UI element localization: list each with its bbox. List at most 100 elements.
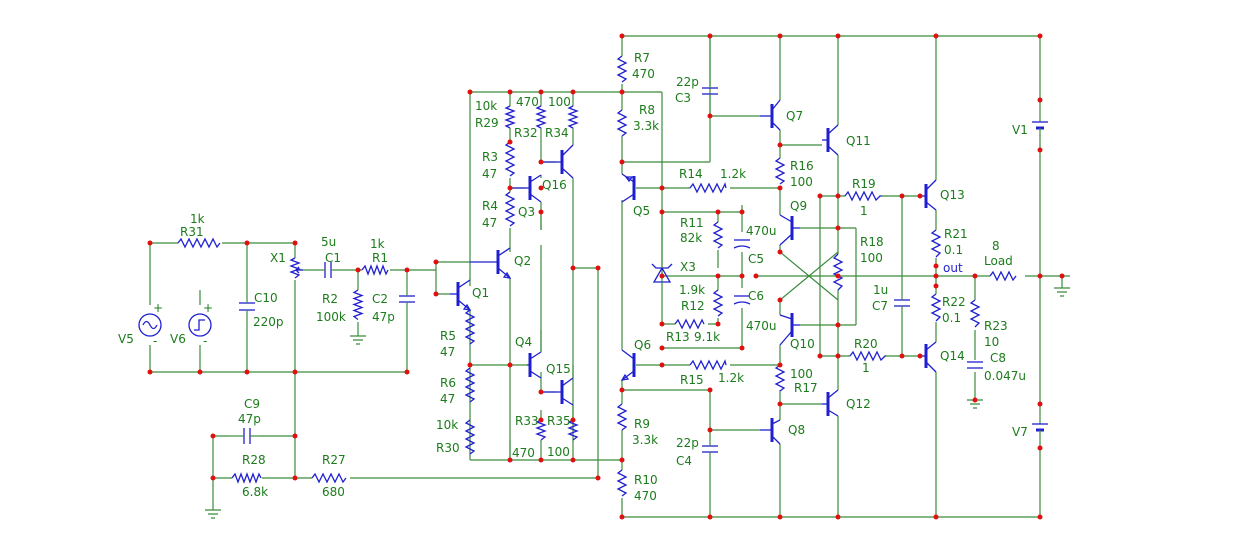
label-R8-val: 3.3k	[633, 119, 659, 133]
label-C1: C1	[325, 251, 341, 265]
label-R17-val: 100	[790, 367, 813, 381]
output-stage	[756, 36, 1070, 517]
svg-text:-: -	[203, 334, 207, 348]
resistor-R1	[361, 264, 389, 276]
capacitor-C7	[894, 290, 910, 318]
label-R8: R8	[639, 103, 655, 117]
resistor-R17	[774, 364, 786, 392]
capacitor-C4	[702, 440, 718, 460]
label-V5: V5	[118, 332, 134, 346]
label-C9-val: 47p	[238, 412, 261, 426]
capacitor-C3	[702, 70, 718, 100]
label-C2: C2	[372, 292, 388, 306]
label-C7-val: 1u	[873, 283, 888, 297]
label-R10-val: 470	[634, 489, 657, 503]
label-R21: R21	[944, 227, 968, 241]
label-R31: R31	[180, 225, 204, 239]
resistor-R23	[969, 299, 981, 328]
label-C7: C7	[872, 299, 888, 313]
label-Q1: Q1	[472, 286, 489, 300]
label-Q15: Q15	[546, 362, 571, 376]
transistor-Q6	[620, 349, 636, 381]
resistor-R33	[535, 419, 547, 441]
label-R23: R23	[984, 319, 1008, 333]
resistor-R30	[464, 419, 476, 455]
label-R35: R35	[547, 414, 571, 428]
resistor-R4	[504, 191, 516, 227]
label-X3: X3	[680, 260, 696, 274]
transistor-Q12	[822, 389, 839, 417]
label-R13-val: 9.1k	[694, 330, 720, 344]
svg-text:-: -	[153, 334, 157, 348]
vas-stage	[616, 35, 1040, 518]
capacitor-C6	[733, 295, 751, 305]
input-section: + - + -	[138, 237, 598, 519]
resistor-R29	[504, 105, 516, 129]
label-R1: R1	[372, 251, 388, 265]
resistor-R8	[616, 109, 628, 137]
label-R22: R22	[942, 295, 966, 309]
label-R14-val: 1.2k	[720, 167, 746, 181]
label-C4-val: 22p	[676, 436, 699, 450]
label-R27-val: 680	[322, 485, 345, 499]
label-R1-val: 1k	[370, 237, 385, 251]
label-R34-val: 100	[548, 95, 571, 109]
label-Q12: Q12	[846, 397, 871, 411]
label-R19: R19	[852, 177, 876, 191]
svg-text:+: +	[203, 301, 213, 315]
label-R22-val: 0.1	[942, 311, 961, 325]
label-C8: C8	[990, 351, 1006, 365]
capacitor-C1	[320, 262, 335, 278]
resistor-R15	[689, 359, 727, 371]
label-R35-val: 100	[547, 445, 570, 459]
label-R23-val: 10	[984, 335, 999, 349]
label-V7: V7	[1012, 425, 1028, 439]
label-R5-val: 47	[440, 345, 455, 359]
label-R6: R6	[440, 376, 456, 390]
resistor-R12	[712, 289, 724, 317]
label-R27: R27	[322, 453, 346, 467]
label-Q10: Q10	[790, 337, 815, 351]
label-R28: R28	[242, 453, 266, 467]
resistor-R22	[930, 293, 942, 322]
label-R19-val: 1	[860, 204, 868, 218]
resistor-R2	[352, 289, 364, 321]
label-R15: R15	[680, 373, 704, 387]
label-Q16: Q16	[542, 178, 567, 192]
resistor-R10	[616, 469, 628, 497]
transistor-Q14	[920, 341, 937, 373]
label-Q6: Q6	[634, 338, 651, 352]
transistor-Q15	[541, 268, 574, 406]
resistor-R31	[177, 237, 221, 249]
capacitor-C10	[239, 290, 255, 325]
label-R12-val: 1.9k	[679, 283, 705, 297]
label-Load: Load	[984, 254, 1013, 268]
label-R28-val: 6.8k	[242, 485, 268, 499]
resistor-R19	[844, 190, 882, 202]
label-R11: R11	[680, 216, 704, 230]
label-C8-val: 0.047u	[984, 369, 1026, 383]
label-V6: V6	[170, 332, 186, 346]
label-R17: R17	[794, 381, 818, 395]
resistor-R5	[464, 309, 476, 345]
capacitor-C8	[967, 361, 983, 369]
label-R11-val: 82k	[680, 231, 702, 245]
label-R2: R2	[322, 292, 338, 306]
transistor-Q2	[470, 247, 512, 279]
label-X1: X1	[270, 251, 286, 265]
label-R33-val: 470	[512, 446, 535, 460]
resistor-R13	[674, 318, 705, 330]
label-C5: C5	[748, 252, 764, 266]
label-Q9: Q9	[790, 199, 807, 213]
label-R15-val: 1.2k	[718, 371, 744, 385]
transistor-Q16	[541, 144, 574, 179]
transistor-Q1	[450, 279, 472, 311]
label-R21-val: 0.1	[944, 243, 963, 257]
label-Q4: Q4	[515, 335, 532, 349]
label-R32-val: 470	[516, 95, 539, 109]
resistor-R35	[567, 419, 579, 441]
label-Q13: Q13	[940, 188, 965, 202]
transistor-Q9	[779, 214, 800, 246]
capacitor-C5	[733, 239, 751, 249]
